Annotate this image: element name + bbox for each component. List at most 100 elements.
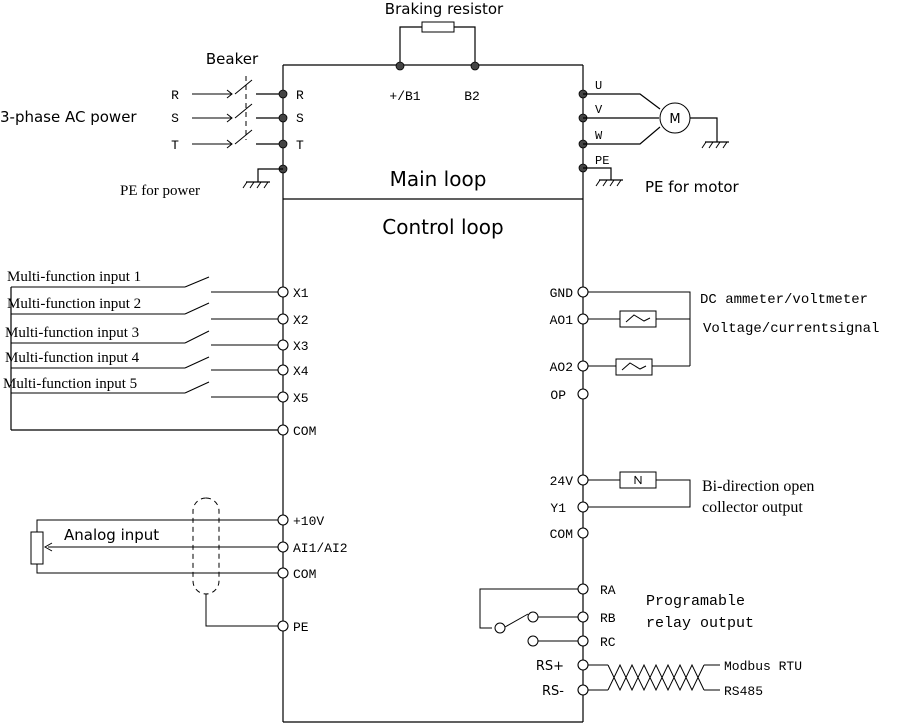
terminal-rs-plus-label: RS+ (536, 659, 564, 674)
terminal-com-right (577, 527, 589, 539)
breaker (192, 76, 283, 149)
relay-label-1: Programable (646, 593, 745, 610)
terminal-gnd (577, 286, 589, 298)
braking-resistor (421, 21, 455, 33)
terminal-x1-label: X1 (293, 286, 309, 301)
ac-power-label: 3-phase AC power (0, 108, 137, 126)
terminal-rs-minus-label: RS- (542, 684, 564, 699)
relay-label-2: relay output (646, 615, 754, 632)
terminal-rc-label: RC (600, 635, 616, 650)
terminal-10v (277, 514, 289, 526)
terminal-rc (577, 635, 589, 647)
rs485-label: RS485 (724, 684, 763, 699)
terminal-ao1-label: AO1 (550, 313, 574, 328)
terminal-ao1 (577, 313, 589, 325)
mf-input-2-label: Multi-function input 2 (7, 296, 141, 312)
terminal-y1 (577, 501, 589, 513)
control-loop-label: Control loop (382, 215, 503, 239)
terminal-com-analog-label: COM (293, 567, 316, 582)
ground-symbol-motor (583, 167, 623, 187)
braking-resistor-label: Braking resistor (385, 0, 504, 18)
terminal-y1-label: Y1 (550, 501, 566, 516)
terminal-x5 (277, 391, 289, 403)
terminal-s (278, 113, 288, 123)
drive-box (282, 64, 584, 723)
power-line-s-label: S (171, 111, 179, 126)
terminal-op-label: OP (550, 388, 566, 403)
meter-ao2 (615, 358, 653, 376)
terminal-x2 (277, 313, 289, 325)
terminal-24v (577, 474, 589, 486)
terminal-r-label: R (296, 88, 304, 103)
meter-ao1 (619, 310, 657, 328)
terminal-com-left (277, 424, 289, 436)
terminal-t-label: T (296, 138, 304, 153)
terminal-x2-label: X2 (293, 313, 309, 328)
terminal-b1-label: +/B1 (389, 89, 420, 104)
terminal-v-label: V (595, 103, 603, 117)
terminal-b2-label: B2 (464, 89, 480, 104)
terminal-com-analog (277, 567, 289, 579)
pe-motor-label: PE for motor (645, 178, 740, 196)
mf-input-5-label: Multi-function input 5 (3, 376, 137, 392)
terminal-ai1-ai2 (277, 541, 289, 553)
mf-input-wiring (10, 276, 283, 431)
terminal-w-label: W (595, 129, 603, 143)
terminal-rs-minus (577, 684, 589, 696)
terminal-24v-label: 24V (550, 474, 574, 489)
terminal-rb-label: RB (600, 611, 616, 626)
terminal-ra-label: RA (600, 583, 616, 598)
mf-input-4-label: Multi-function input 4 (5, 350, 140, 366)
analog-output-wiring (583, 291, 691, 376)
terminal-rs-plus (577, 659, 589, 671)
terminal-u-label: U (595, 79, 602, 93)
terminal-ao2-label: AO2 (550, 360, 573, 375)
power-line-r-label: R (171, 88, 179, 103)
terminal-rb (577, 611, 589, 623)
terminal-com-right-label: COM (550, 527, 573, 542)
terminal-x5-label: X5 (293, 391, 309, 406)
terminal-x3-label: X3 (293, 339, 309, 354)
terminal-r (278, 89, 288, 99)
relay-output-wiring (479, 588, 583, 647)
terminal-s-label: S (296, 111, 304, 126)
terminal-pe-analog (277, 620, 289, 632)
motor-label: M (669, 112, 680, 127)
mf-input-1-label: Multi-function input 1 (7, 269, 141, 285)
terminal-b2 (470, 61, 480, 71)
terminal-b1 (395, 61, 405, 71)
beaker-label: Beaker (206, 50, 259, 68)
braking-resistor-circuit (395, 21, 480, 71)
terminal-x4-label: X4 (293, 364, 309, 379)
bi-direction-label-1: Bi-direction open (702, 478, 814, 495)
main-loop-label: Main loop (390, 167, 487, 191)
terminal-x4 (277, 364, 289, 376)
shield-cable (192, 497, 220, 595)
terminal-ai1-ai2-label: AI1/AI2 (293, 541, 348, 556)
potentiometer (30, 531, 44, 565)
analog-input-wiring (30, 497, 283, 627)
mf-input-3-label: Multi-function input 3 (5, 325, 139, 341)
motor-wiring (583, 93, 729, 149)
open-collector-wiring (583, 471, 691, 508)
analog-input-label: Analog input (64, 526, 159, 544)
pe-power-label: PE for power (120, 183, 200, 199)
modbus-label: Modbus RTU (724, 659, 802, 674)
vc-signal-label: Voltage/currentsignal (703, 321, 879, 337)
terminal-pe-analog-label: PE (293, 620, 309, 635)
terminal-pe-motor-label: PE (595, 154, 609, 168)
terminal-10v-label: +10V (293, 514, 324, 529)
terminal-x1 (277, 286, 289, 298)
dc-meter-label: DC ammeter/voltmeter (700, 292, 868, 308)
power-line-t-label: T (171, 138, 179, 153)
rs485-wiring (583, 663, 720, 692)
ground-symbol-power (242, 168, 283, 189)
bi-direction-label-2: collector output (702, 499, 803, 516)
terminal-com-left-label: COM (293, 424, 316, 439)
terminal-x3 (277, 339, 289, 351)
terminal-gnd-label: GND (550, 286, 574, 301)
terminal-ra (577, 583, 589, 595)
terminal-op (577, 388, 589, 400)
